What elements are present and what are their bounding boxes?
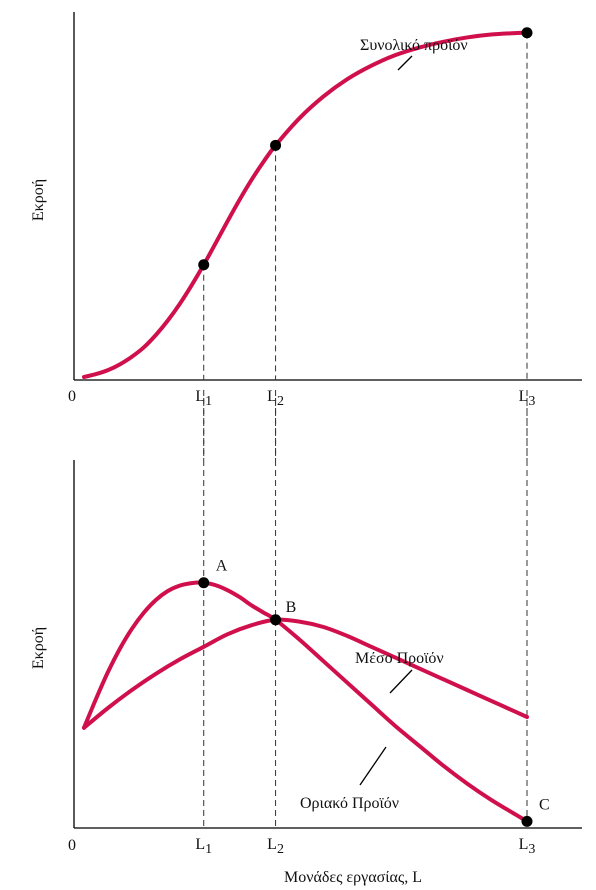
bottom-point-C xyxy=(521,815,533,827)
marginal-product-curve xyxy=(82,580,529,824)
bottom-point-A xyxy=(198,577,210,589)
total-product-label: Συνολικό προϊόν xyxy=(360,37,468,54)
top-point-1 xyxy=(198,259,210,271)
marginal-product-pointer xyxy=(359,746,387,786)
average-product-curve xyxy=(82,617,529,730)
bottom-point-B xyxy=(270,614,282,626)
average-product-label: Μέσο Προϊόν xyxy=(355,650,444,667)
average-product-pointer xyxy=(389,669,413,694)
top-origin-label: 0 xyxy=(68,388,76,405)
marginal-product-label: Οριακό Προϊόν xyxy=(300,795,399,812)
bottom-tick-L1: L1 xyxy=(195,836,212,857)
total-product-pointer xyxy=(397,55,413,71)
bottom-series-layer xyxy=(82,580,529,824)
bottom-x-ticks: L1 L2 L3 xyxy=(195,836,535,857)
top-point-3 xyxy=(521,27,533,39)
bottom-ylabel: Εκροή xyxy=(30,627,47,669)
average-marginal-product-chart: Εκροή 0 Μονάδες εργασίας, L L1 L2 L3 A B C Μ… xyxy=(30,390,582,886)
bottom-dashed-guides xyxy=(203,390,528,828)
top-series-layer xyxy=(82,30,529,379)
bottom-origin-label: 0 xyxy=(68,837,76,854)
bottom-points-layer: A B C xyxy=(198,558,550,827)
bottom-xlabel: Μονάδες εργασίας, L xyxy=(284,869,422,886)
top-points-layer xyxy=(198,27,533,271)
top-dashed-guides xyxy=(203,32,528,380)
bottom-tick-L3: L3 xyxy=(519,836,536,857)
point-label-C: C xyxy=(539,796,550,813)
top-ylabel: Εκροή xyxy=(30,179,47,221)
point-label-A: A xyxy=(216,558,228,575)
total-product-curve xyxy=(82,30,529,379)
top-point-2 xyxy=(270,139,282,151)
point-label-B: B xyxy=(286,599,297,616)
bottom-tick-L2: L2 xyxy=(267,836,284,857)
